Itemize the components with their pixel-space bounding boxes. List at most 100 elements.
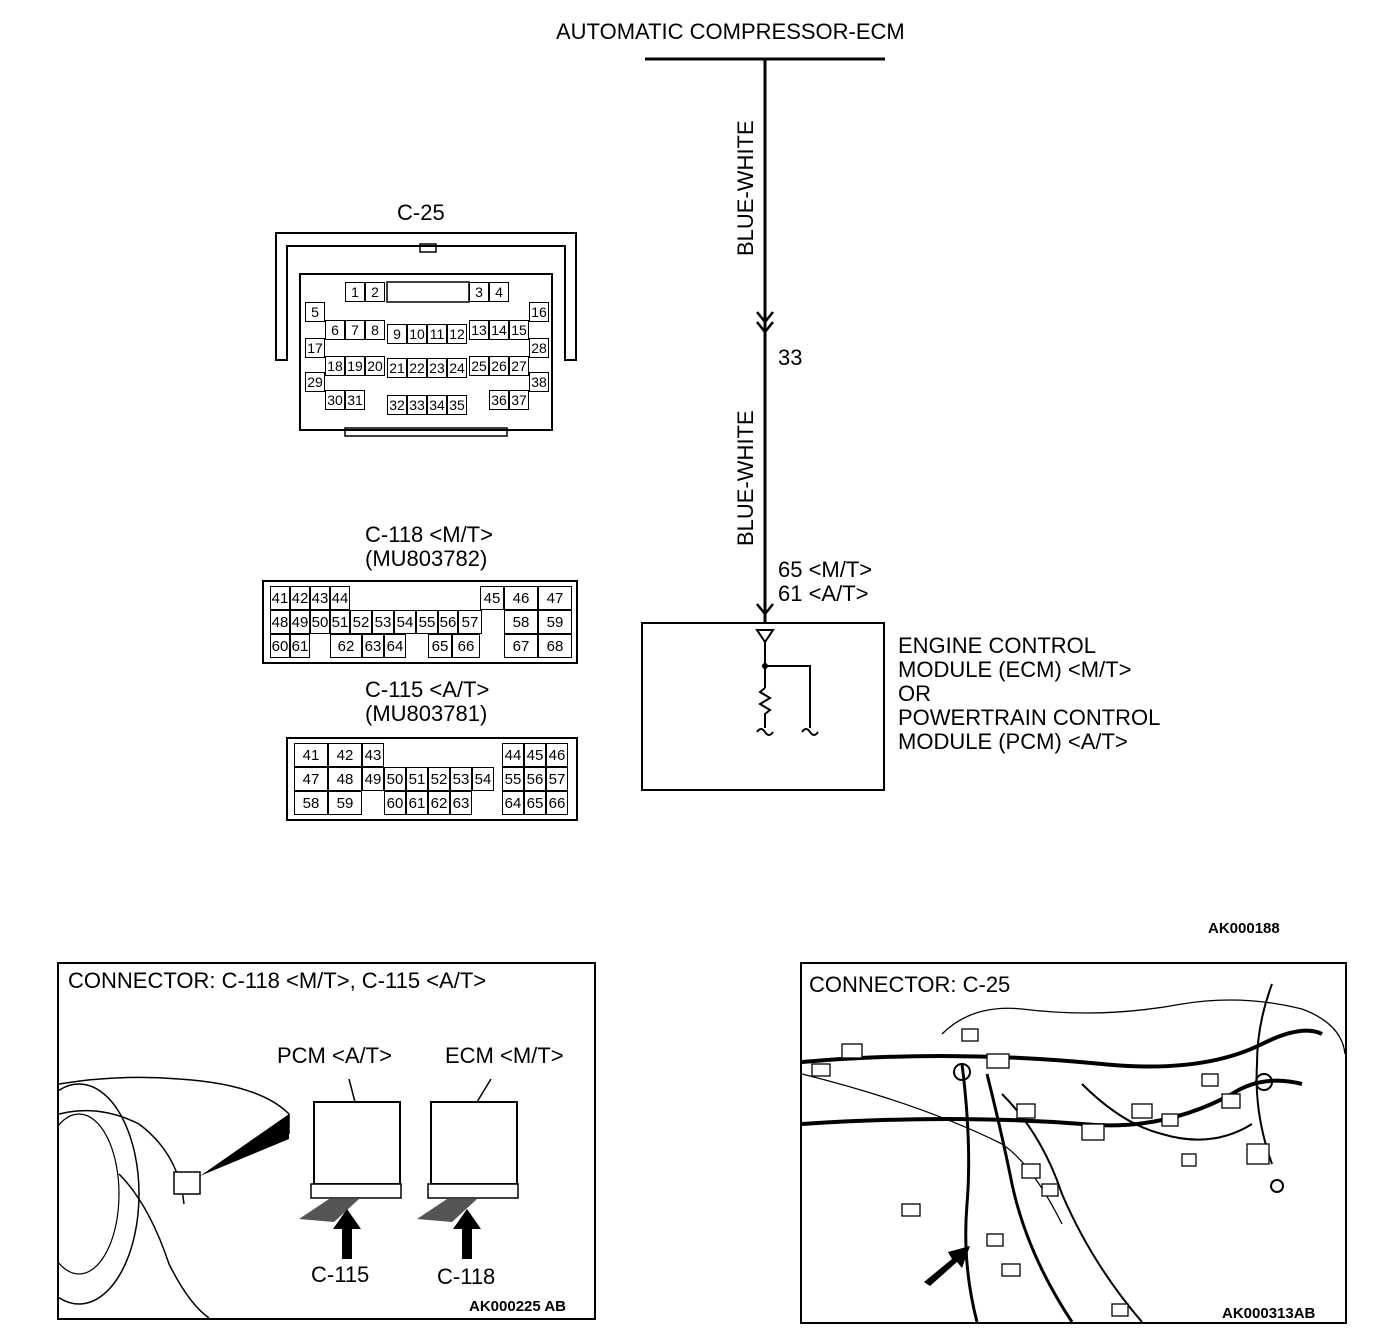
ecm-label: ECM <M/T>: [445, 1043, 564, 1068]
c115-title: C-115 <A/T>: [365, 677, 490, 702]
c25-pin: 19: [345, 356, 365, 376]
c118-pin: 43: [310, 586, 330, 610]
c25-pin: 36: [489, 390, 509, 410]
c118-location-label: C-118: [437, 1264, 496, 1289]
panel-left-title: CONNECTOR: C-118 <M/T>, C-115 <A/T>: [68, 968, 487, 993]
c115-pin: 55: [502, 767, 524, 791]
c25-pin: 27: [509, 356, 529, 376]
c118-pin: 51: [330, 610, 350, 634]
c115-pin: 48: [328, 767, 362, 791]
c25-pin: 9: [387, 324, 407, 344]
c25-pin: 4: [489, 282, 509, 302]
c115-pin: 51: [406, 767, 428, 791]
c25-pin: 31: [345, 390, 365, 410]
c115-location-label: C-115: [311, 1262, 370, 1287]
c118-pin: 67: [504, 634, 538, 658]
c115-pin: 50: [384, 767, 406, 791]
pin-33-label: 33: [778, 345, 803, 370]
c118-pin: 62: [330, 634, 362, 658]
panel-right-title: CONNECTOR: C-25: [809, 972, 1011, 997]
c115-pin: 58: [294, 791, 328, 815]
c118-pin: 65: [428, 634, 452, 658]
c118-pin: 59: [538, 610, 572, 634]
c118-pin: 66: [452, 634, 480, 658]
c25-pin: 15: [509, 320, 529, 340]
c118-pin: 44: [330, 586, 350, 610]
c25-pin: 12: [447, 324, 467, 344]
c115-pin: 66: [546, 791, 568, 815]
c118-part: (MU803782): [365, 546, 488, 571]
c25-pin: 30: [325, 390, 345, 410]
c118-pin: 50: [310, 610, 330, 634]
c25-pin: 18: [325, 356, 345, 376]
c118-pin: 60: [270, 634, 290, 658]
c25-pin: 16: [529, 302, 549, 322]
c118-pin: 61: [290, 634, 310, 658]
connector-location-panel-right: CONNECTOR: C-25 AK000313AB: [800, 962, 1347, 1324]
connector-chevron-ecm: [756, 603, 774, 617]
harness-illustration: [802, 983, 1345, 1322]
ecm-line-2: MODULE (ECM) <M/T>: [898, 657, 1132, 682]
c25-pin: 35: [447, 395, 467, 415]
pin-65-mt-label: 65 <M/T>: [778, 557, 873, 582]
c115-pin: 53: [450, 767, 472, 791]
connector-chevron-33b: [756, 321, 774, 335]
c118-pin: 63: [362, 634, 384, 658]
c115-pin: 65: [524, 791, 546, 815]
c25-pin: 20: [365, 356, 385, 376]
c25-pin: 26: [489, 356, 509, 376]
ecm-box: [641, 622, 885, 791]
c115-pin: 49: [362, 767, 384, 791]
ecm-line-1: ENGINE CONTROL: [898, 633, 1097, 658]
c118-pin: 56: [438, 610, 458, 634]
c25-pin: 33: [407, 395, 427, 415]
c118-pin: 49: [290, 610, 310, 634]
c25-pin: 34: [427, 395, 447, 415]
c115-pin: 44: [502, 743, 524, 767]
connector-location-panel-left: CONNECTOR: C-118 <M/T>, C-115 <A/T> PCM …: [57, 962, 596, 1320]
arrow-c25-icon: [924, 1246, 970, 1286]
c115-pin: 57: [546, 767, 568, 791]
c25-pin: 29: [305, 372, 325, 392]
c118-pin: 53: [372, 610, 394, 634]
c118-pin: 52: [350, 610, 372, 634]
c25-pin: 3: [469, 282, 489, 302]
c25-pin: 8: [365, 320, 385, 340]
c25-pin: 37: [509, 390, 529, 410]
c25-pin: 21: [387, 358, 407, 378]
c115-pin: 54: [472, 767, 494, 791]
c115-pin: 63: [450, 791, 472, 815]
c25-pin: 17: [305, 338, 325, 358]
c115-pin: 59: [328, 791, 362, 815]
c115-pin: 42: [328, 743, 362, 767]
ecm-line-5: MODULE (PCM) <A/T>: [898, 729, 1128, 754]
c115-pin: 64: [502, 791, 524, 815]
c25-pin: 28: [529, 338, 549, 358]
c118-pin: 42: [290, 586, 310, 610]
c118-pin: 45: [480, 586, 504, 610]
wiring-schematic: [641, 57, 885, 791]
c25-title: C-25: [397, 200, 445, 225]
ecm-line-4: POWERTRAIN CONTROL: [898, 705, 1161, 730]
c25-pin: 38: [529, 372, 549, 392]
c115-pin: 62: [428, 791, 450, 815]
dashboard-illustration: [59, 1076, 519, 1318]
c115-part: (MU803781): [365, 701, 488, 726]
c25-pin: 14: [489, 320, 509, 340]
c118-pin: 58: [504, 610, 538, 634]
ecm-input-triangle: [755, 629, 775, 644]
c115-pin: 52: [428, 767, 450, 791]
pcm-label: PCM <A/T>: [277, 1043, 392, 1068]
ground-break-left: [756, 728, 774, 736]
c118-pin: 57: [458, 610, 482, 634]
c25-pin: 25: [469, 356, 489, 376]
c115-pin: 56: [524, 767, 546, 791]
wire-color-upper: BLUE-WHITE: [733, 120, 758, 256]
diagram-code: AK000188: [1208, 920, 1280, 937]
c118-pin: 54: [394, 610, 416, 634]
panel-left-code: AK000225 AB: [469, 1298, 566, 1315]
c25-pin: 11: [427, 324, 447, 344]
resistor-icon: [758, 687, 772, 728]
c25-pin: 5: [305, 302, 325, 322]
